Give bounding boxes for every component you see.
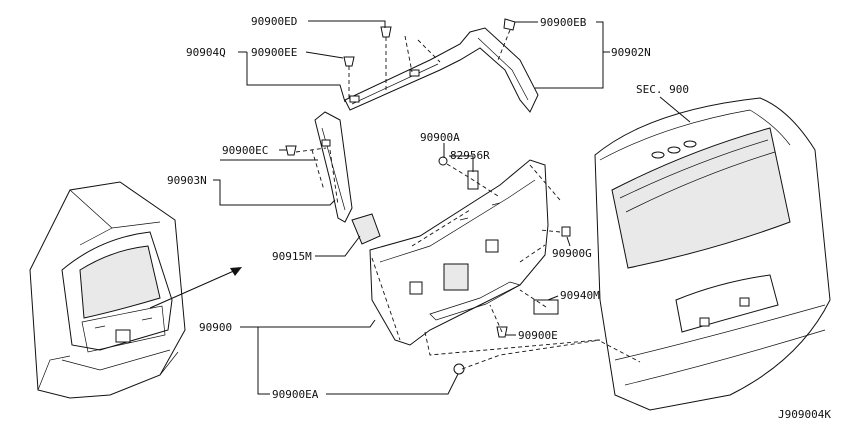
callout-90900ED: 90900ED: [251, 15, 297, 28]
lower-trim-panel: [369, 159, 549, 346]
leader-lines: [213, 20, 610, 395]
vehicle-rear-view: [29, 181, 186, 399]
section-label: SEC. 900: [636, 83, 689, 96]
grommet-90915M: [351, 213, 381, 245]
callout-90904Q: 90904Q: [186, 46, 226, 59]
callout-90940M: 90940M: [560, 289, 600, 302]
callout-90900EA: 90900EA: [272, 388, 319, 401]
callout-90915M: 90915M: [272, 250, 312, 263]
callout-90902N: 90902N: [611, 46, 651, 59]
callout-90900: 90900: [199, 321, 232, 334]
diagram-code: J909004K: [778, 408, 831, 421]
callout-90900A: 90900A: [420, 131, 460, 144]
side-finisher: [314, 111, 353, 223]
callout-90900G: 90900G: [552, 247, 592, 260]
back-door-panel: [594, 97, 831, 411]
callout-90900EE: 90900EE: [251, 46, 297, 59]
pointer-arrow: [149, 267, 242, 309]
fastener-clips: [285, 18, 571, 375]
upper-finisher: [344, 27, 539, 113]
guide-lines: [295, 29, 641, 370]
callout-90900EB: 90900EB: [540, 16, 587, 29]
callout-82956R: 82956R: [450, 149, 490, 162]
callout-90903N: 90903N: [167, 174, 207, 187]
callout-90900EC: 90900EC: [222, 144, 268, 157]
callout-90900E: 90900E: [518, 329, 558, 342]
